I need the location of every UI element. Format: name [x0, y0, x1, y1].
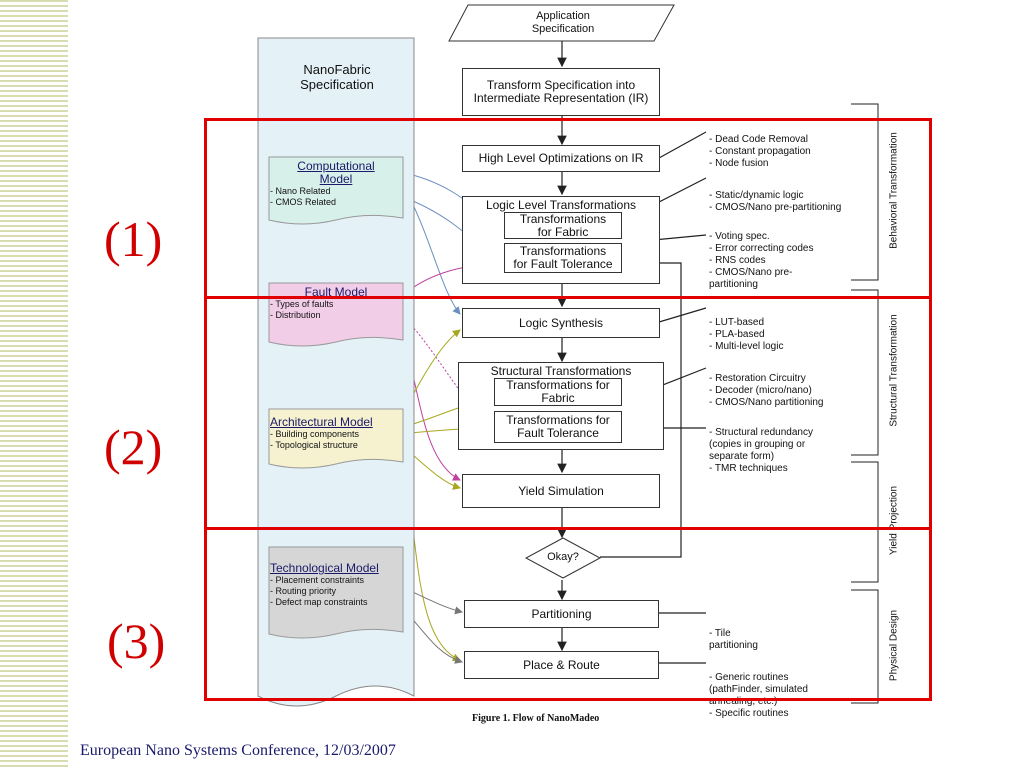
technological-item: - Placement constraints: [270, 575, 365, 585]
logic-synthesis-box: Logic Synthesis: [462, 308, 660, 338]
application-spec-shape: [448, 4, 675, 42]
computational-model-subtitle: Model: [319, 172, 353, 186]
architectural-model: Architectural Model - Building component…: [270, 416, 402, 451]
note-high-level: - Dead Code Removal- Constant propagatio…: [709, 134, 811, 169]
note-st-fabric: - Restoration Circuitry- Decoder (micro/…: [709, 373, 824, 408]
fault-item: - Types of faults: [270, 299, 334, 309]
computational-model-title: Computational: [297, 159, 375, 173]
architectural-item: - Building components: [270, 429, 360, 439]
region-2-highlight: [204, 296, 932, 530]
footer-text: European Nano Systems Conference, 12/03/…: [80, 742, 396, 759]
nanofabric-spec-title: NanoFabric Specification: [300, 62, 374, 92]
figure-caption: Figure 1. Flow of NanoMadeo: [472, 713, 600, 724]
lt-fabric-box: Transformations for Fabric: [504, 212, 622, 239]
architectural-model-title: Architectural Model: [270, 415, 373, 429]
technological-model: Technological Model - Placement constrai…: [270, 562, 402, 608]
technological-item: - Routing priority: [270, 586, 337, 596]
decorative-stripe-border: [0, 0, 68, 768]
st-fault-box: Transformations for Fault Tolerance: [494, 411, 622, 443]
note-st-fault: - Structural redundancy(copies in groupi…: [709, 427, 813, 474]
architectural-item: - Topological structure: [270, 440, 358, 450]
architectural-model-shape: [268, 408, 404, 469]
region-1-highlight: [204, 118, 932, 299]
fault-model-title: Fault Model: [304, 285, 368, 299]
note-synthesis: - LUT-based- PLA-based- Multi-level logi…: [709, 317, 784, 352]
application-spec-label: Application Specification: [531, 10, 595, 35]
computational-model-shape: [268, 156, 404, 225]
computational-item: - CMOS Related: [270, 197, 337, 207]
note-lt-fault: - Voting spec.- Error correcting codes- …: [709, 231, 814, 290]
region-3-highlight: [204, 527, 932, 701]
technological-model-title: Technological Model: [270, 561, 379, 575]
yield-simulation-box: Yield Simulation: [462, 474, 660, 508]
note-lt-fabric: - Static/dynamic logic- CMOS/Nano pre-pa…: [709, 190, 842, 213]
computational-model: Computational Model - Nano Related - CMO…: [270, 160, 402, 208]
transform-spec-box: Transform Specification into Intermediat…: [462, 68, 660, 116]
technological-model-shape: [268, 546, 404, 639]
technological-item: - Defect map constraints: [270, 597, 368, 607]
okay-decision-label: Okay?: [547, 551, 579, 563]
fault-model: Fault Model - Types of faults - Distribu…: [270, 286, 402, 321]
region-2-label: (2): [104, 419, 163, 475]
note-place-route: - Generic routines(pathFinder, simulated…: [709, 672, 808, 719]
partitioning-box: Partitioning: [464, 600, 659, 628]
high-level-opt-box: High Level Optimizations on IR: [462, 145, 660, 172]
computational-item: - Nano Related: [270, 186, 331, 196]
okay-decision-diamond: [524, 537, 602, 579]
place-route-box: Place & Route: [464, 651, 659, 679]
lt-fault-box: Transformations for Fault Tolerance: [504, 243, 622, 273]
region-3-label: (3): [107, 613, 166, 669]
region-1-label: (1): [104, 211, 163, 267]
fault-item: - Distribution: [270, 310, 321, 320]
st-fabric-box: Transformations for Fabric: [494, 378, 622, 406]
